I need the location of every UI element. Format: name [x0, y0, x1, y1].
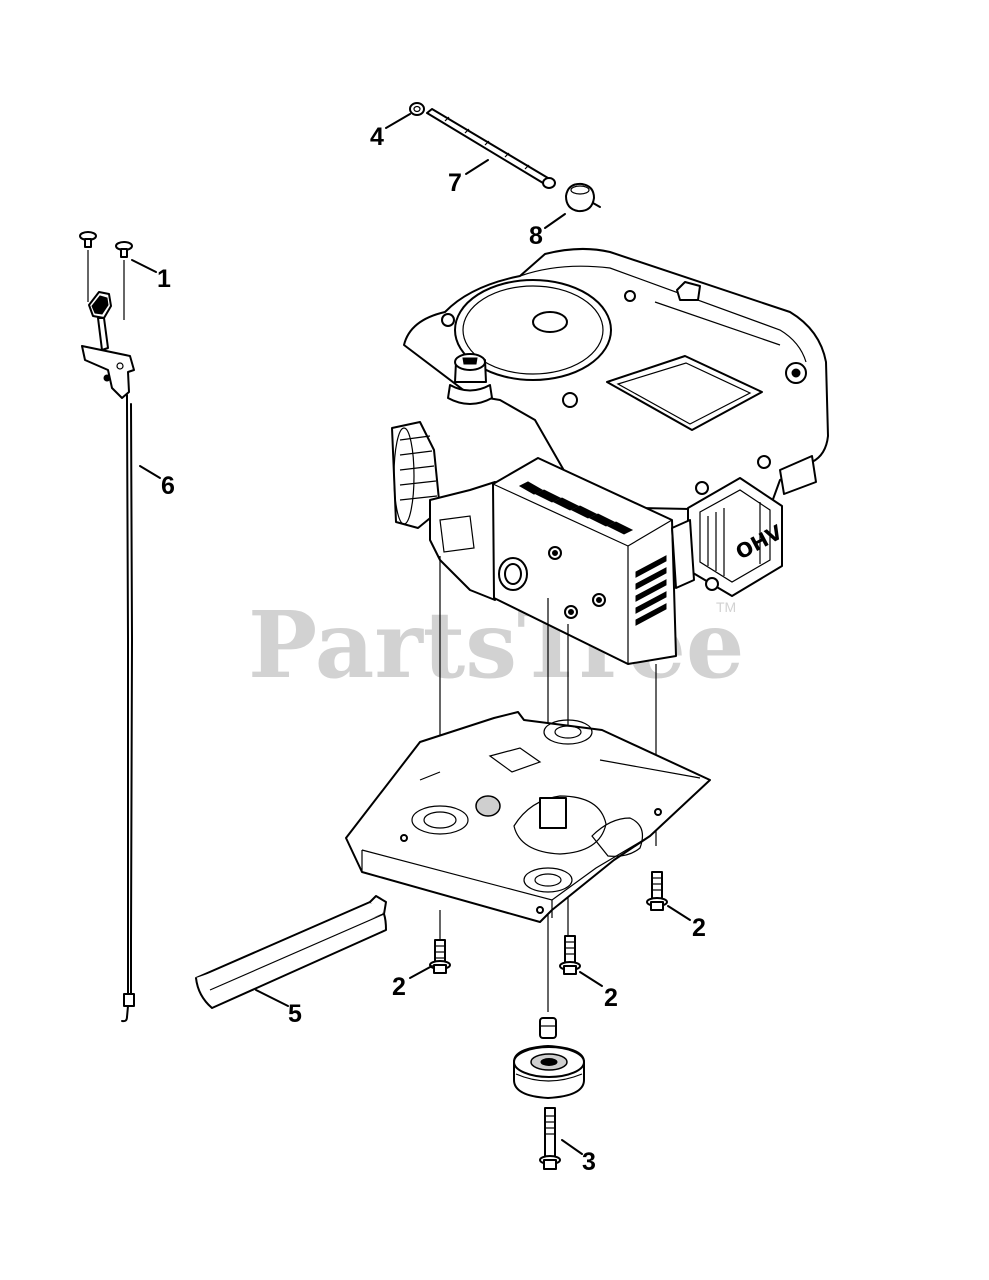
- callout-3: 3: [582, 1148, 596, 1176]
- callout-6: 6: [161, 472, 175, 500]
- pulley[interactable]: [513, 1017, 585, 1099]
- callout-2-right: 2: [692, 914, 706, 942]
- part-2-bolt-a[interactable]: [646, 871, 668, 911]
- part-4-nut[interactable]: [409, 102, 425, 116]
- part-3-bolt[interactable]: [539, 1107, 561, 1170]
- callout-labels: 4 7 8 1 6 2 2 2 3 5: [157, 123, 706, 1176]
- callout-8: 8: [529, 222, 543, 250]
- part-1-screws[interactable]: [79, 231, 133, 320]
- engine-assembly[interactable]: OHV: [391, 247, 829, 665]
- watermark-trademark: TM: [716, 599, 736, 615]
- part-2-bolt-c[interactable]: [559, 935, 581, 975]
- callout-2-center: 2: [604, 984, 618, 1012]
- mounting-plate[interactable]: [345, 711, 711, 923]
- callout-4: 4: [370, 123, 384, 151]
- part-2-bolt-b[interactable]: [429, 939, 451, 974]
- leader-lines: [131, 113, 691, 1155]
- part-8-bumper[interactable]: [565, 182, 601, 213]
- part-5-chute[interactable]: [195, 895, 387, 1009]
- callout-5: 5: [288, 1000, 302, 1028]
- callout-7: 7: [448, 169, 462, 197]
- part-7-rod[interactable]: [426, 108, 556, 189]
- callout-1: 1: [157, 265, 171, 293]
- part-6-throttle-control[interactable]: [81, 291, 135, 1023]
- callout-2-left: 2: [392, 973, 406, 1001]
